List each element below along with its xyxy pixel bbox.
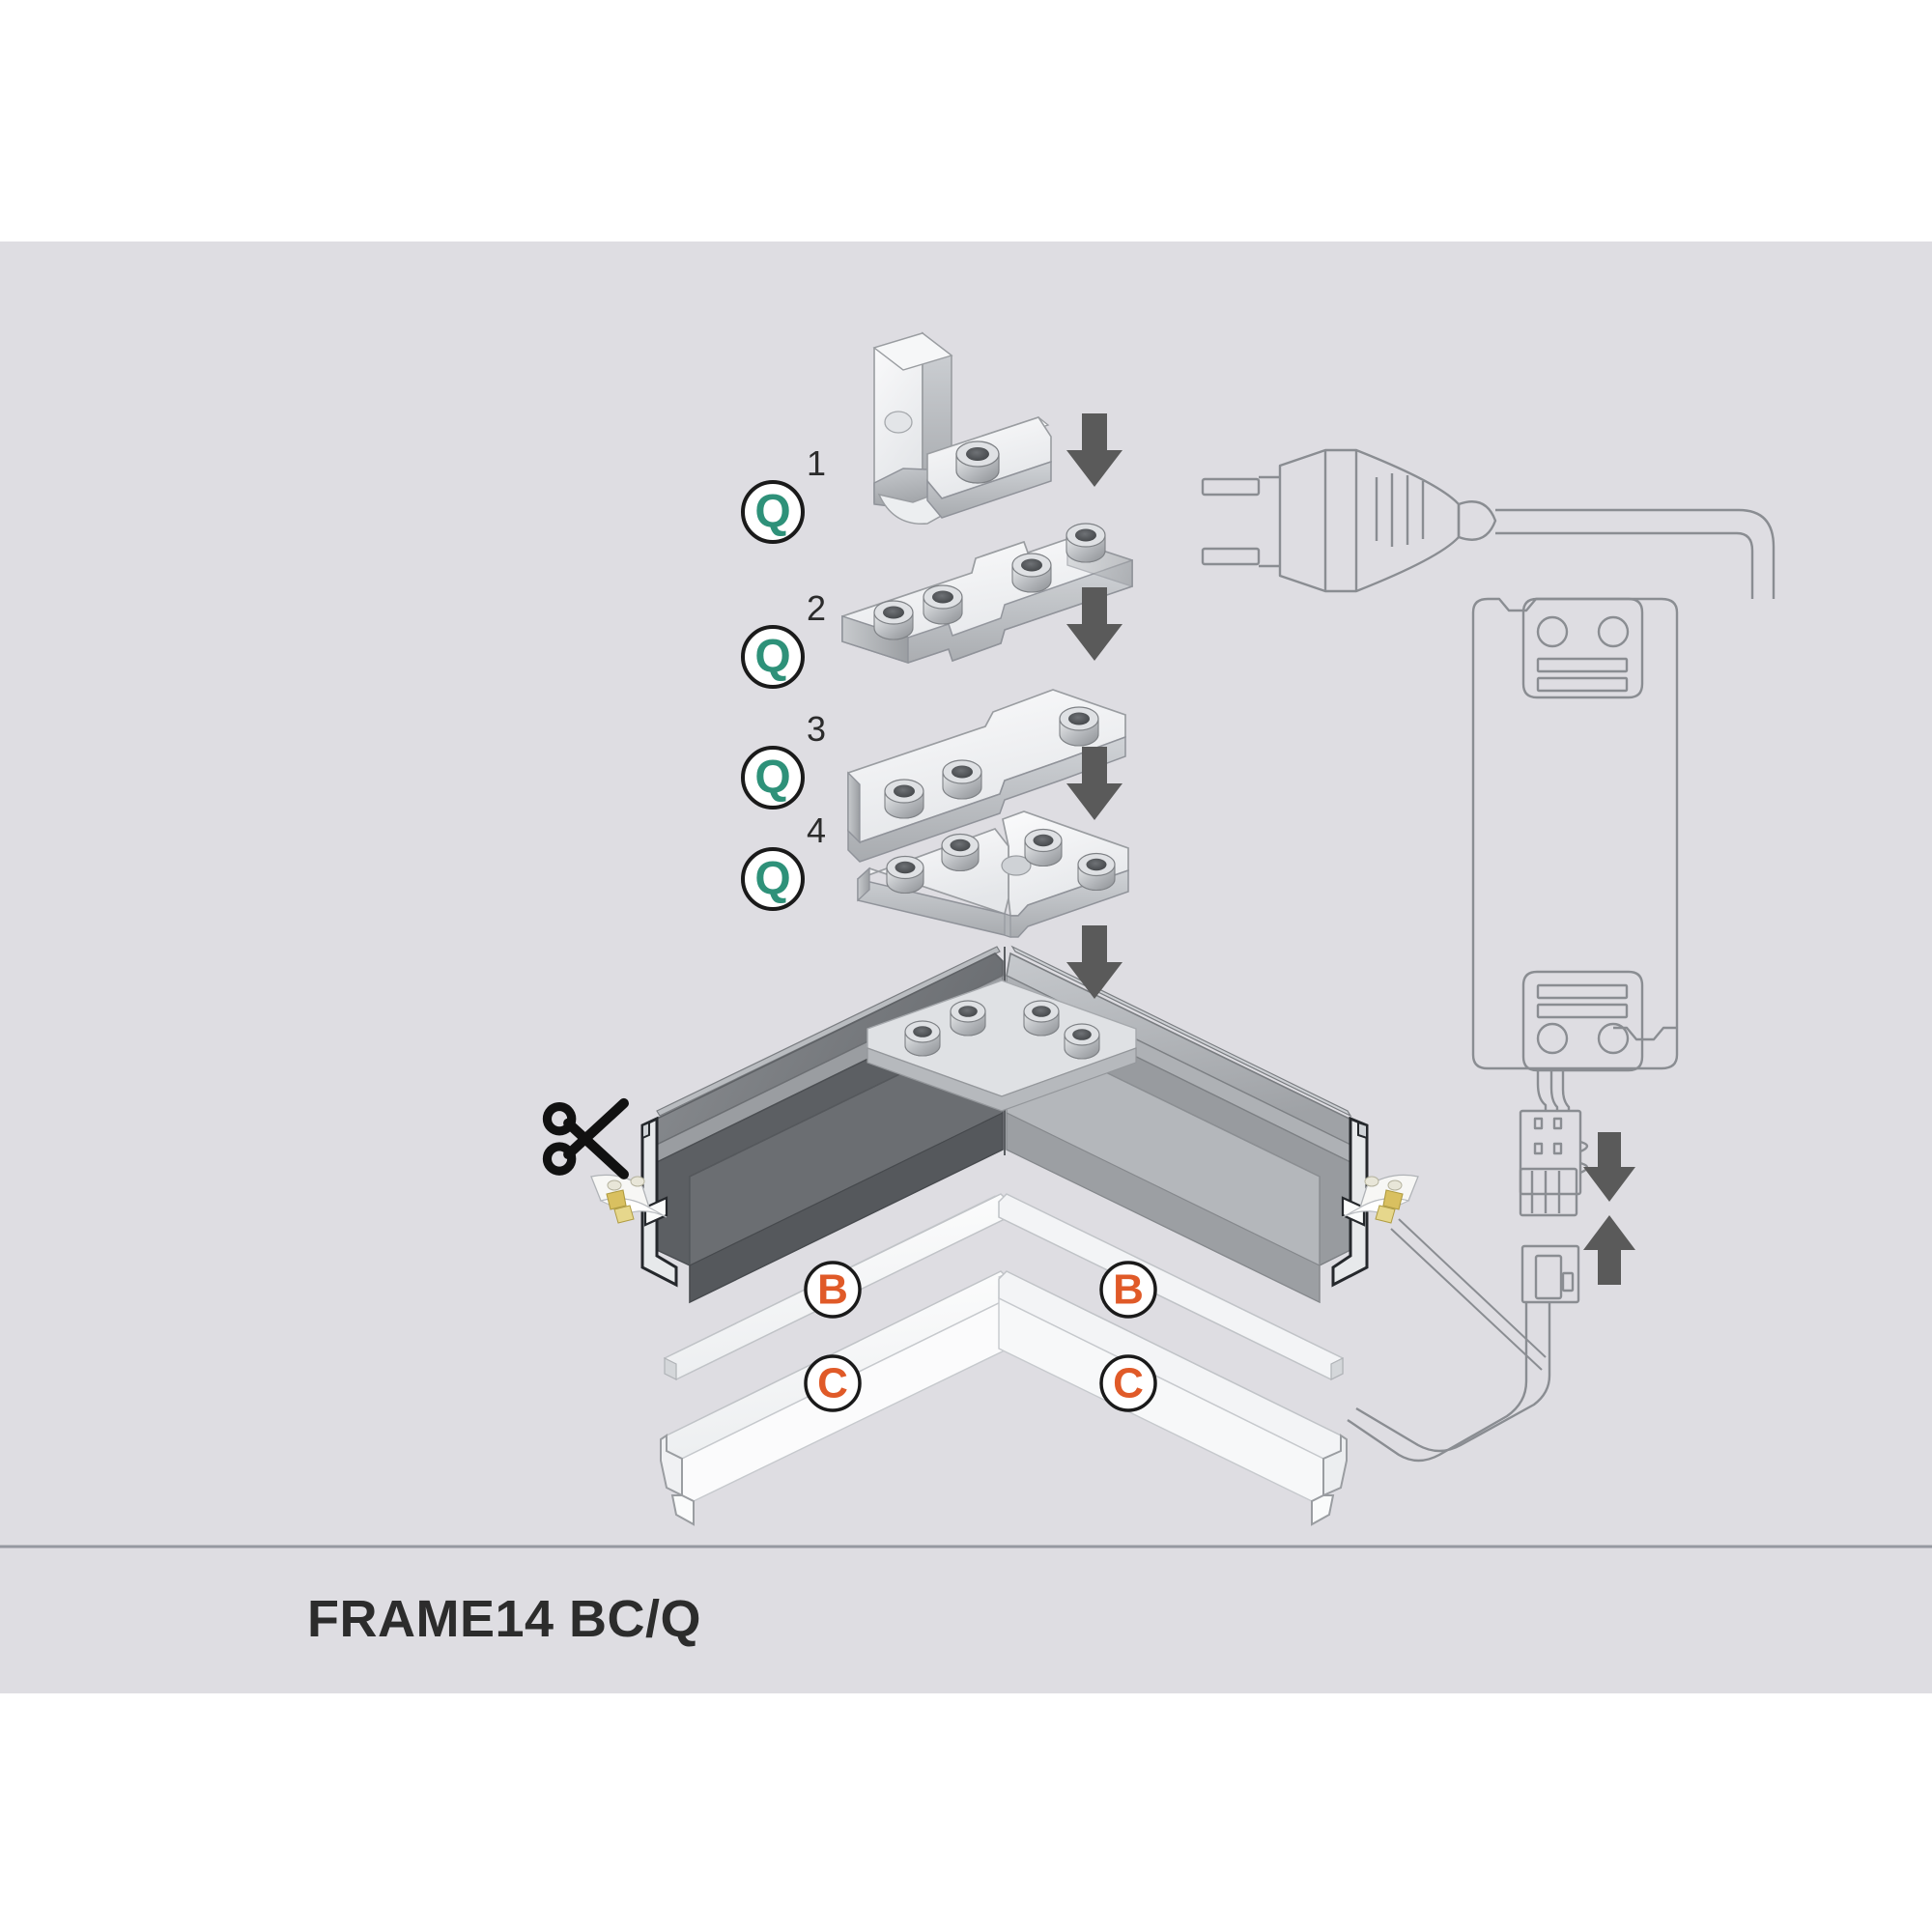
- component-aluminium-profile: [640, 945, 1369, 1304]
- component-plate-q3: [847, 689, 1126, 863]
- callout-q2[interactable]: Q 2: [741, 588, 826, 689]
- component-plate-q4: [857, 810, 1129, 938]
- hex-screw: [955, 440, 1000, 484]
- callout-q3-letter: Q: [754, 753, 790, 804]
- component-euro-plug: [1201, 448, 1776, 599]
- hex-screw-group: [886, 828, 1116, 895]
- component-quick-connector: [1347, 1070, 1589, 1463]
- callout-b-left-letter: B: [817, 1266, 848, 1314]
- component-bracket-q1: [872, 331, 1052, 525]
- callout-b-right[interactable]: B: [1099, 1261, 1157, 1319]
- arrow-q2: [1066, 587, 1122, 661]
- callout-c-left[interactable]: C: [804, 1354, 862, 1412]
- callout-q3[interactable]: Q 3: [741, 709, 826, 810]
- hex-screw-group: [884, 706, 1099, 819]
- callout-q4[interactable]: Q 4: [741, 810, 826, 911]
- component-led-strip-right: [1342, 1174, 1547, 1371]
- installed-hex-screws: [904, 1000, 1100, 1060]
- callout-q4-sup: 4: [807, 810, 826, 850]
- callout-c-left-letter: C: [817, 1360, 848, 1407]
- callout-c-right[interactable]: C: [1099, 1354, 1157, 1412]
- flow-arrows: [1066, 413, 1635, 1285]
- page-title: FRAME14 BC/Q: [307, 1590, 702, 1648]
- callout-labels: Q 1 Q 2 Q 3 Q 4 B: [741, 443, 1157, 1412]
- hex-screw-group: [873, 523, 1106, 640]
- callout-b-left[interactable]: B: [804, 1261, 862, 1319]
- callout-b-right-letter: B: [1113, 1266, 1144, 1314]
- callout-c-right-letter: C: [1113, 1360, 1144, 1407]
- arrow-connector-down: [1583, 1132, 1635, 1202]
- arrow-q1: [1066, 413, 1122, 487]
- callout-q4-letter: Q: [754, 854, 790, 905]
- callout-q2-letter: Q: [754, 632, 790, 683]
- callout-q1-sup: 1: [807, 443, 826, 483]
- component-led-driver: [1471, 597, 1679, 1072]
- callout-q1-letter: Q: [754, 487, 790, 538]
- component-bar-q2: [841, 523, 1133, 664]
- component-led-strip-left: [590, 1174, 668, 1224]
- callout-q2-sup: 2: [807, 588, 826, 628]
- arrow-q3: [1066, 747, 1122, 820]
- callout-q1[interactable]: Q 1: [741, 443, 826, 544]
- scissors-icon: [542, 1097, 629, 1179]
- arrow-q4: [1066, 925, 1122, 999]
- callout-q3-sup: 3: [807, 709, 826, 749]
- arrow-connector-up: [1583, 1215, 1635, 1285]
